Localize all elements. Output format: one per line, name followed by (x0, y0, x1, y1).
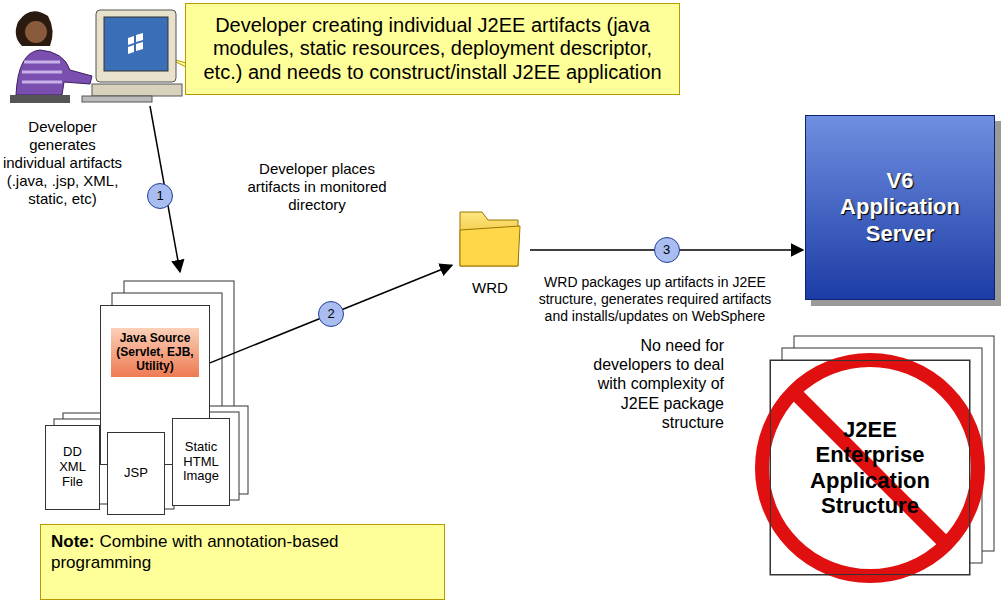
structure-page: J2EE Enterprise Application Structure (770, 360, 970, 575)
remark-text: No need for developers to deal with comp… (568, 336, 724, 432)
artifact-page: JSP (107, 432, 165, 515)
node-text: WRD (472, 279, 508, 296)
node-text: Developer creating individual J2EE artif… (200, 14, 665, 85)
artifact-page: DD XML File (45, 425, 100, 510)
node-text: Combine with annotation-based programmin… (51, 532, 339, 572)
server-box: V6 Application Server (805, 115, 995, 300)
callout-box: Developer creating individual J2EE artif… (185, 3, 680, 95)
folder-icon (460, 212, 520, 266)
callout-number: 2 (318, 301, 344, 327)
step-text: Developer generates individual artifacts… (0, 118, 125, 208)
callout-number: 1 (147, 183, 173, 209)
computer-icon (82, 10, 182, 102)
step-text: WRD packages up artifacts in J2EE struct… (528, 274, 782, 324)
node-text: Static HTML Image (175, 440, 227, 485)
node-text: V6 Application Server (830, 168, 970, 247)
node-text: JSP (124, 466, 148, 481)
page-stack (770, 336, 994, 575)
folder-node: WRD (452, 200, 528, 300)
node-text: DD XML File (48, 445, 97, 490)
developer-figure (10, 11, 92, 103)
node-text: Note: (51, 532, 94, 551)
flow-arrow (210, 265, 452, 363)
artifact-page: Static HTML Image (172, 418, 230, 506)
prohibition-sign (762, 360, 978, 576)
node-text: J2EE Enterprise Application Structure (798, 417, 943, 518)
callout-number: 3 (654, 237, 680, 263)
step-text: Developer places artifacts in monitored … (232, 160, 402, 214)
note-box: Note:Combine with annotation-based progr… (40, 524, 445, 600)
node-text: Java Source (Servlet, EJB, Utility) (111, 328, 199, 377)
